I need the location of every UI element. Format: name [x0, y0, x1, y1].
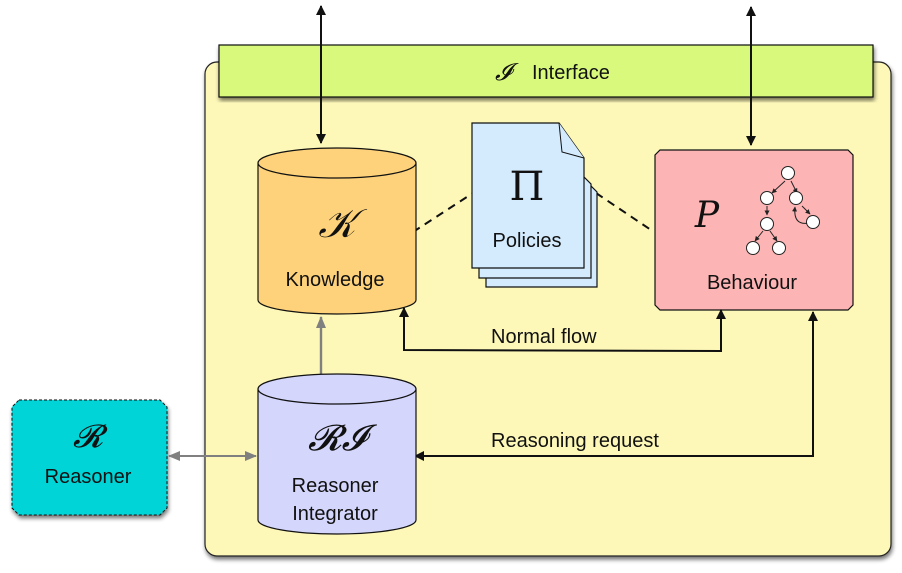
policies-behaviour-dashed-link: [595, 192, 655, 233]
policies-page-fold: [558, 122, 585, 159]
behaviour-label: Behaviour: [707, 272, 797, 294]
interface-component[interactable]: 𝓘 Interface: [218, 44, 874, 98]
interface-bar: [218, 44, 874, 98]
interface-label: Interface: [532, 62, 610, 84]
policies-symbol: Π: [510, 164, 545, 210]
reasoner-box: [11, 399, 168, 516]
behaviour-symbol: P: [694, 195, 720, 236]
knowledge-component[interactable]: 𝒦 Knowledge: [257, 147, 417, 315]
reasoner-component[interactable]: 𝓡 Reasoner: [11, 399, 168, 516]
policies-component[interactable]: Π Policies: [471, 122, 598, 288]
reasoning-request-arrow: [414, 311, 818, 461]
reasoning-request-label: Reasoning request: [491, 430, 659, 452]
knowledge-cylinder-body: [257, 163, 417, 315]
knowledge-policies-dashed-link: [412, 192, 474, 233]
reasoner-integrator-cylinder-body: [257, 389, 417, 535]
policies-page-1: [471, 122, 585, 269]
knowledge-cylinder-top: [257, 147, 417, 179]
behaviour-box: [654, 149, 854, 311]
behaviour-tree-icon: [746, 166, 820, 255]
policies-label: Policies: [493, 230, 562, 252]
reasoner-label: Reasoner: [45, 466, 132, 488]
reasoner-integrator-cylinder-top: [257, 373, 417, 405]
reasoner-integrator-component[interactable]: 𝓡𝓘 Reasoner Integrator: [257, 373, 417, 535]
reasoner-integrator-label-line1: Reasoner: [292, 475, 379, 497]
behaviour-component[interactable]: P Behaviour: [654, 149, 854, 311]
knowledge-label: Knowledge: [286, 269, 385, 291]
reasoner-symbol: 𝓡: [73, 417, 108, 455]
normal-flow-label: Normal flow: [491, 326, 597, 348]
reasoner-integrator-label-line2: Integrator: [292, 503, 378, 525]
